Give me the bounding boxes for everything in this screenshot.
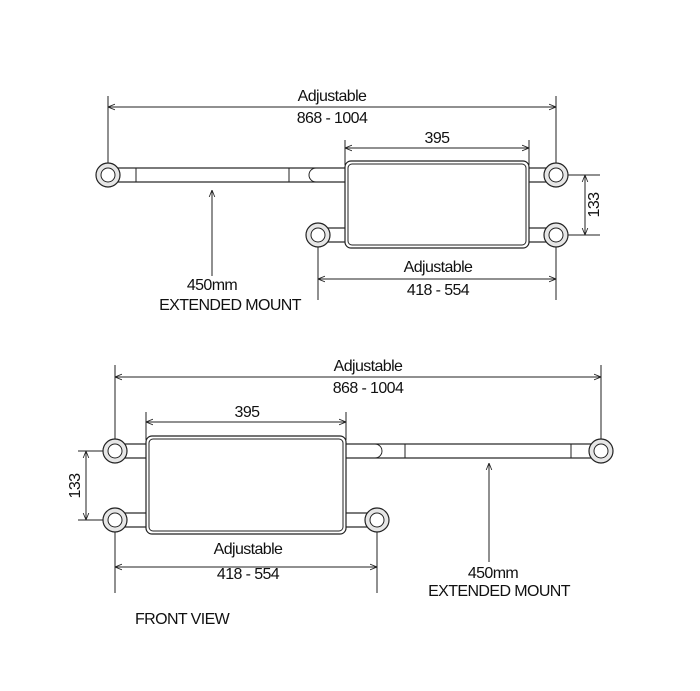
overall-label: Adjustable bbox=[334, 358, 403, 375]
wall-flange-icon bbox=[543, 222, 569, 248]
seat-plate bbox=[145, 435, 347, 535]
lower-range: 418 - 554 bbox=[217, 566, 280, 583]
wall-flange-icon bbox=[543, 162, 569, 188]
vertical-spacing: 133 bbox=[67, 473, 84, 499]
lower-label: Adjustable bbox=[214, 541, 283, 558]
wall-flange-icon bbox=[95, 162, 121, 188]
extended-mount-bar bbox=[107, 167, 349, 183]
vertical-spacing: 133 bbox=[586, 192, 603, 218]
plate-width: 395 bbox=[425, 130, 451, 147]
seat-plate bbox=[344, 160, 530, 249]
mount-length: 450mm bbox=[468, 565, 519, 582]
mount-length: 450mm bbox=[187, 277, 238, 294]
front-view: Adjustable 868 - 1004 395 133 Adjustable… bbox=[67, 358, 614, 628]
wall-flange-icon bbox=[102, 438, 128, 464]
top-view: Adjustable 868 - 1004 395 133 Adjustable… bbox=[95, 88, 603, 314]
overall-label: Adjustable bbox=[298, 88, 367, 105]
mount-label: EXTENDED MOUNT bbox=[428, 583, 571, 600]
wall-flange-icon bbox=[305, 222, 331, 248]
plate-width: 395 bbox=[235, 404, 261, 421]
lower-range: 418 - 554 bbox=[407, 282, 470, 299]
view-title: FRONT VIEW bbox=[135, 611, 231, 628]
lower-label: Adjustable bbox=[404, 259, 473, 276]
overall-range: 868 - 1004 bbox=[333, 380, 404, 397]
overall-range: 868 - 1004 bbox=[297, 110, 368, 127]
mount-label: EXTENDED MOUNT bbox=[159, 297, 302, 314]
wall-flange-icon bbox=[588, 438, 614, 464]
wall-flange-icon bbox=[364, 507, 390, 533]
wall-flange-icon bbox=[102, 507, 128, 533]
